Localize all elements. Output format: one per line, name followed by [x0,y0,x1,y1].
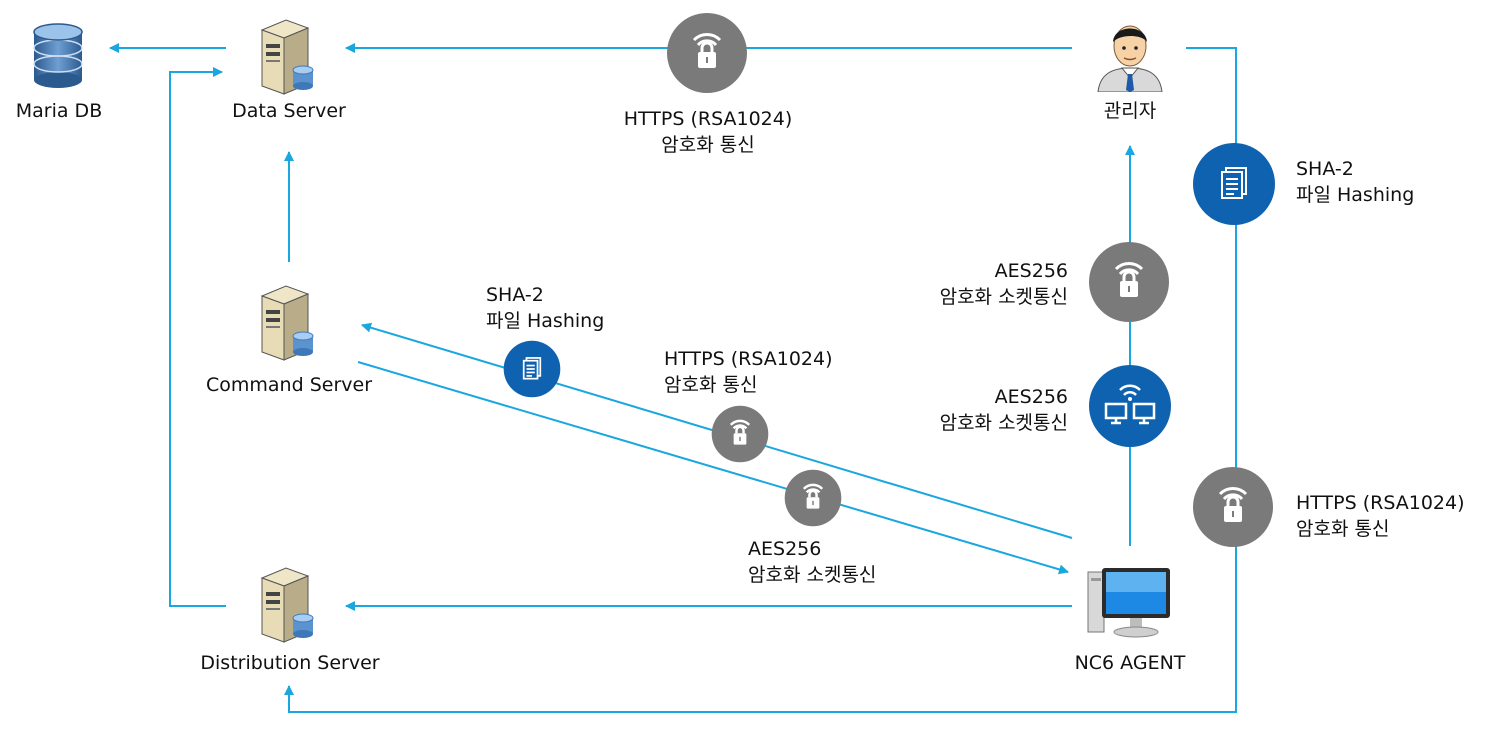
label-line: SHA-2 [486,284,544,306]
agent-label: NC6 AGENT [1074,652,1186,674]
maria-db-label: Maria DB [15,100,103,122]
label-line: AES256 [748,538,822,560]
label-top-https: HTTPS (RSA1024) 암호화 통신 [598,106,818,158]
label-cmd-sha: SHA-2 파일 Hashing [486,282,604,334]
arrow-distribution-to-dataserver [169,67,226,607]
label-line: AES256 [994,386,1068,408]
label-line: 암호화 소켓통신 [939,286,1068,308]
arrow-admin-to-distribution [284,47,1237,713]
computer-monitor-icon [1087,568,1170,638]
label-right-sha: SHA-2 파일 Hashing [1296,156,1414,208]
server-icon [260,19,314,95]
lock-icon [711,405,769,463]
document-icon [1193,143,1275,225]
label-mid-aes-lower: AES256 암호화 소켓통신 [880,384,1068,436]
lock-icon [667,13,747,93]
network-computers-icon [1089,365,1171,447]
label-line: HTTPS (RSA1024) [623,108,793,130]
label-line: 암호화 통신 [661,134,755,156]
command-server-label: Command Server [206,374,372,396]
label-right-https: HTTPS (RSA1024) 암호화 통신 [1296,490,1465,542]
admin-user-icon [1097,25,1163,92]
database-icon [33,23,83,88]
data-server-label: Data Server [232,100,346,122]
label-line: 파일 Hashing [486,310,605,332]
lock-icon [1193,467,1273,547]
arrow-command-to-agent [357,361,1069,575]
label-line: 파일 Hashing [1296,184,1415,206]
lock-icon [784,469,842,527]
label-cmd-aes: AES256 암호화 소켓통신 [748,536,876,588]
label-line: 암호화 소켓통신 [748,564,877,586]
lock-icon [1089,242,1169,322]
admin-label: 관리자 [1103,100,1157,122]
label-line: HTTPS (RSA1024) [1296,492,1465,514]
label-line: SHA-2 [1296,158,1354,180]
label-line: 암호화 소켓통신 [939,412,1068,434]
label-line: HTTPS (RSA1024) [664,348,833,370]
server-icon [260,285,314,361]
distribution-server-label: Distribution Server [200,652,380,674]
label-cmd-https: HTTPS (RSA1024) 암호화 통신 [664,346,833,398]
label-mid-aes-upper: AES256 암호화 소켓통신 [880,258,1068,310]
server-icon [260,567,314,643]
document-icon [503,340,561,398]
label-line: AES256 [994,260,1068,282]
label-line: 암호화 통신 [1296,518,1390,540]
label-line: 암호화 통신 [664,374,758,396]
